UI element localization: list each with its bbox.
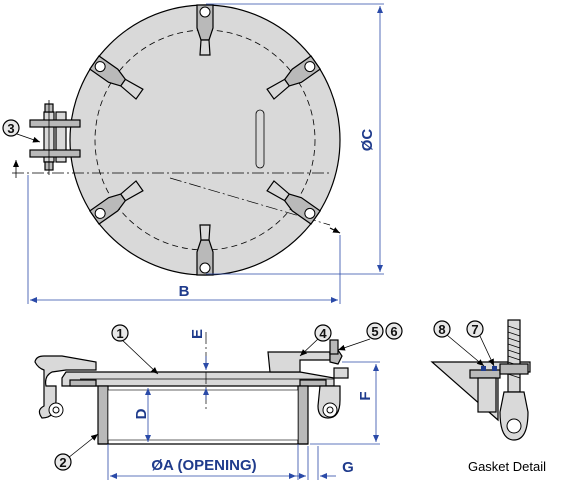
clamp-lower-left [88,180,144,225]
gasket-left [69,379,97,387]
balloon-5 [366,322,384,340]
dim-f-label: F [357,391,374,400]
balloon-1-number: 1 [116,326,123,341]
centerline-diagonal [169,177,331,226]
clamp-upper-right [266,55,322,100]
clamp-upper-left [88,55,144,100]
right-clamp [267,339,349,419]
balloon-2 [54,453,72,471]
gasket-right [299,379,327,387]
dim-b-label: B [179,283,190,300]
dim-c-label: ØC [359,129,376,152]
dim-d-label: D [133,408,150,419]
balloon-1 [111,324,129,342]
balloon-8 [433,320,451,338]
cover-slot [255,109,265,169]
clamp-lower-right [266,180,322,225]
balloon-4-number: 4 [319,326,327,341]
balloon-2-number: 2 [59,455,66,470]
dim-a-label: ØA (OPENING) [151,457,256,474]
clamp-bottom [196,224,214,276]
balloon-3-number: 3 [7,121,14,136]
balloon-8-number: 8 [438,322,445,337]
opening [107,389,299,441]
dim-g-label: G [342,459,354,476]
hinge [29,100,81,175]
balloon-6 [385,322,403,340]
balloon-5-number: 5 [371,324,378,339]
clamp-top [196,4,214,56]
balloon-7 [466,320,484,338]
balloon-4 [314,324,332,342]
detail-nut [499,363,529,375]
side-view: E D F ØA (OPENING) G 1 2 4 [34,322,403,480]
balloon-3 [2,119,20,137]
center-arrow [329,227,341,234]
left-clamp [34,355,97,419]
top-view: B ØC 3 [2,3,384,304]
detail-collar [477,377,497,413]
dim-e-label: E [189,329,206,339]
collar-wall-left [97,385,109,445]
gasket-detail: 8 7 Gasket Detail [430,319,546,474]
gasket-detail-caption: Gasket Detail [468,459,546,474]
balloon-6-number: 6 [390,324,397,339]
collar-wall-right [297,385,309,445]
detail-bolt [507,319,521,393]
balloon-7-number: 7 [471,322,478,337]
detail-gasket [469,369,501,379]
